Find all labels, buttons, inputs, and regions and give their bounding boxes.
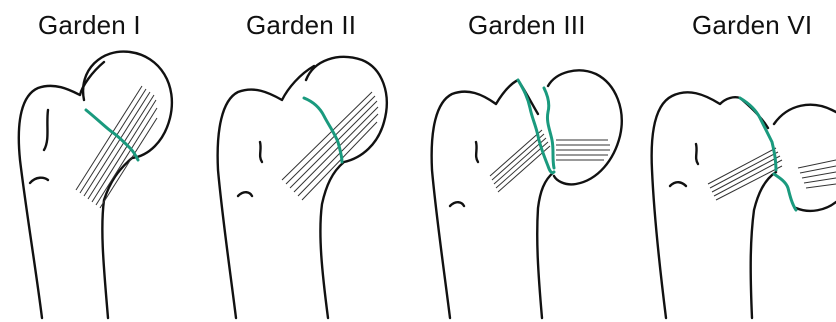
femoral-head-outline <box>83 52 172 318</box>
cortical-mark <box>450 202 464 206</box>
femur-outline <box>652 92 740 318</box>
femur-outline <box>218 66 314 318</box>
femur-outline <box>19 62 104 318</box>
femoral-head-outline <box>548 70 622 184</box>
trochanter-notch <box>476 142 478 162</box>
trochanter-notch <box>696 144 698 164</box>
stage-garden-1: Garden I <box>0 0 210 322</box>
shaft-medial <box>537 172 554 318</box>
femoral-head-outline <box>774 105 836 124</box>
cortical-mark <box>238 192 252 196</box>
trabecular-lines <box>490 130 610 192</box>
femur-drawing-garden-3 <box>420 0 640 322</box>
fracture-line-proximal <box>774 174 796 210</box>
femur-outline <box>432 80 518 318</box>
femur-drawing-garden-4 <box>640 0 836 322</box>
stage-garden-4: Garden VI <box>640 0 836 322</box>
cortical-mark <box>30 178 48 183</box>
femur-drawing-garden-2 <box>210 0 420 322</box>
femoral-head-lower <box>796 202 836 211</box>
cortical-mark <box>670 182 686 186</box>
trochanter-notch <box>44 110 48 150</box>
trabecular-lines <box>76 86 157 208</box>
stage-garden-2: Garden II <box>210 0 420 322</box>
shaft-medial <box>751 172 776 318</box>
femur-drawing-garden-1 <box>0 0 210 322</box>
fracture-line-distal <box>740 98 776 170</box>
trabecular-lines <box>282 92 378 200</box>
trochanter-notch <box>260 142 262 162</box>
stage-garden-3: Garden III <box>420 0 640 322</box>
